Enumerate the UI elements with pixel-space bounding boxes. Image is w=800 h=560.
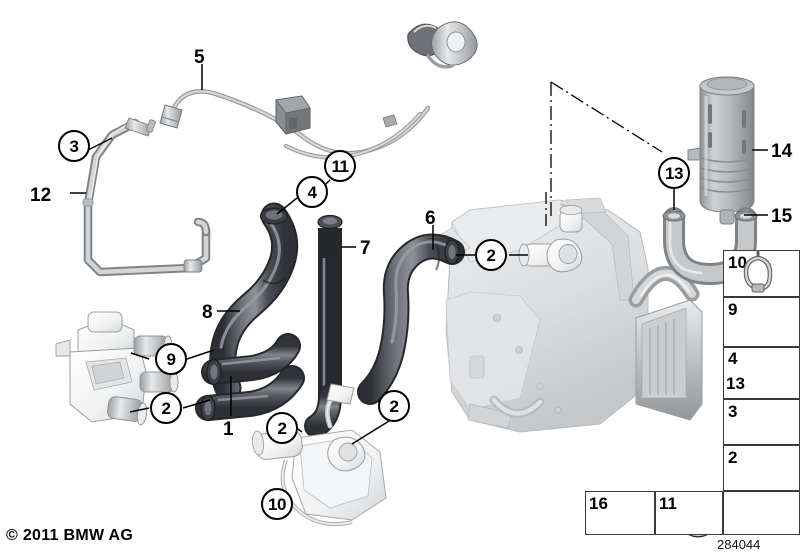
callout-10[interactable]: 10 bbox=[261, 488, 293, 520]
callout-15[interactable]: 15 bbox=[771, 207, 792, 226]
callout-label: 7 bbox=[360, 238, 371, 259]
hose-6 bbox=[357, 233, 465, 405]
callout-label: 2 bbox=[161, 398, 171, 418]
callout-label: 15 bbox=[771, 206, 793, 227]
callout-2-pump[interactable]: 2 bbox=[378, 390, 410, 422]
callout-2-housing[interactable]: 2 bbox=[475, 239, 507, 271]
callout-label: 2 bbox=[389, 396, 399, 416]
legend-num-2: 2 bbox=[728, 448, 738, 467]
callout-3[interactable]: 3 bbox=[58, 130, 90, 162]
water-valve bbox=[55, 311, 179, 426]
legend-num-13: 13 bbox=[726, 374, 745, 393]
legend-box-3[interactable] bbox=[723, 399, 800, 445]
callout-label: 6 bbox=[425, 208, 436, 229]
callout-label: 2 bbox=[486, 245, 496, 265]
callout-12[interactable]: 12 bbox=[30, 186, 51, 205]
copyright-notice: © 2011 BMW AG bbox=[6, 527, 134, 544]
callout-7[interactable]: 7 bbox=[360, 239, 371, 258]
callout-label: 10 bbox=[268, 494, 286, 514]
legend-box-arrow[interactable] bbox=[723, 491, 800, 535]
callout-label: 5 bbox=[194, 47, 205, 68]
callout-label: 13 bbox=[665, 163, 683, 183]
legend-num-11: 11 bbox=[659, 494, 677, 513]
auxiliary-water-pump bbox=[251, 383, 387, 527]
callout-label: 4 bbox=[307, 182, 317, 202]
callout-label: 1 bbox=[223, 419, 234, 440]
legend-box-16[interactable] bbox=[585, 491, 655, 535]
callout-label: 12 bbox=[30, 185, 52, 206]
legend-num-3: 3 bbox=[728, 402, 738, 421]
callout-9[interactable]: 9 bbox=[155, 343, 187, 375]
legend-num-16: 16 bbox=[589, 494, 608, 513]
callout-label: 14 bbox=[771, 141, 793, 162]
callout-1[interactable]: 1 bbox=[223, 420, 234, 439]
coolant-pipe-12 bbox=[82, 117, 211, 277]
diagram-id: 284044 bbox=[717, 537, 761, 552]
legend-num-9: 9 bbox=[728, 300, 738, 319]
housing-port-fitting bbox=[518, 204, 583, 273]
legend-box-11[interactable] bbox=[655, 491, 723, 535]
heat-exchanger bbox=[628, 266, 703, 421]
reservoir-14 bbox=[687, 76, 755, 225]
legend-box-4-13[interactable] bbox=[723, 347, 800, 399]
wiring-harness-5 bbox=[159, 21, 478, 160]
callout-label: 8 bbox=[202, 302, 213, 323]
callout-13[interactable]: 13 bbox=[658, 157, 690, 189]
hose-y-junction-1 bbox=[195, 333, 305, 422]
callout-4[interactable]: 4 bbox=[296, 176, 328, 208]
legend-num-4: 4 bbox=[728, 349, 738, 368]
callout-14[interactable]: 14 bbox=[771, 142, 792, 161]
legend-num-10: 10 bbox=[728, 253, 747, 272]
callout-5[interactable]: 5 bbox=[194, 48, 205, 67]
callout-8[interactable]: 8 bbox=[202, 303, 213, 322]
callout-label: 3 bbox=[69, 136, 79, 156]
legend-box-9[interactable] bbox=[723, 297, 800, 347]
centerline-leader-13 bbox=[550, 81, 663, 218]
callout-label: 11 bbox=[331, 156, 349, 176]
callout-6[interactable]: 6 bbox=[425, 209, 436, 228]
callout-11[interactable]: 11 bbox=[324, 150, 356, 182]
callout-2-valve[interactable]: 2 bbox=[150, 392, 182, 424]
callout-label: 2 bbox=[277, 418, 287, 438]
callout-2-yjoint[interactable]: 2 bbox=[266, 412, 298, 444]
callout-label: 9 bbox=[166, 349, 176, 369]
legend-box-2[interactable] bbox=[723, 445, 800, 491]
hvac-housing bbox=[433, 197, 649, 433]
